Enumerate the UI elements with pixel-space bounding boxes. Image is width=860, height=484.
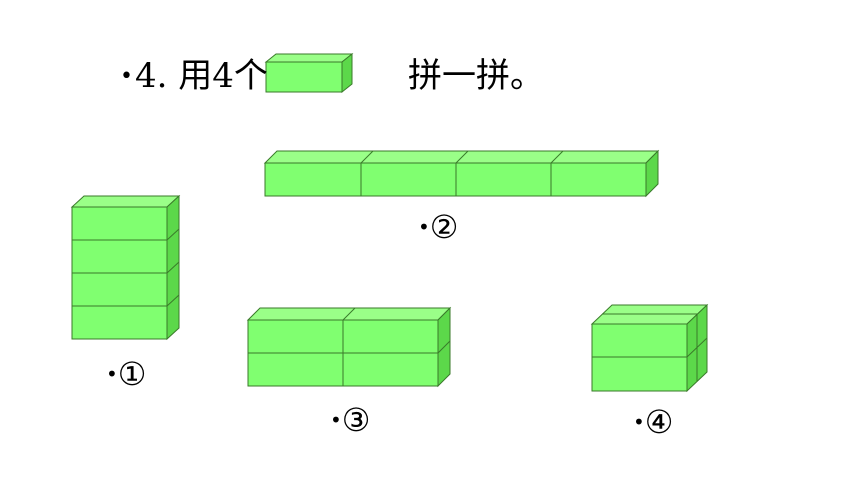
figure-1-bullet: •	[106, 362, 118, 386]
figure-4-bullet: •	[633, 410, 645, 434]
figure-3-bullet: •	[330, 408, 342, 432]
figure-2-blocks	[263, 149, 660, 198]
figure-4-number: ④	[644, 403, 674, 441]
figure-3-label: •③	[330, 400, 370, 440]
title-bullet: •	[120, 64, 133, 89]
figure-2-number: ②	[429, 208, 459, 246]
figure-4-blocks	[590, 303, 709, 393]
figure-1-number: ①	[117, 355, 147, 393]
figure-1-blocks	[70, 194, 181, 341]
title-suffix: 拼一拼。	[408, 56, 544, 96]
figure-4-label: •④	[633, 402, 673, 442]
question-title: •4. 用4个	[120, 52, 268, 100]
figure-1-label: •①	[106, 354, 146, 394]
figure-3-blocks	[246, 306, 452, 388]
figure-2-label: •②	[418, 207, 458, 247]
figure-2-bullet: •	[418, 215, 430, 239]
figure-3-number: ③	[341, 401, 371, 439]
title-block-icon	[264, 52, 354, 94]
title-text: 4. 用4个	[134, 56, 268, 96]
